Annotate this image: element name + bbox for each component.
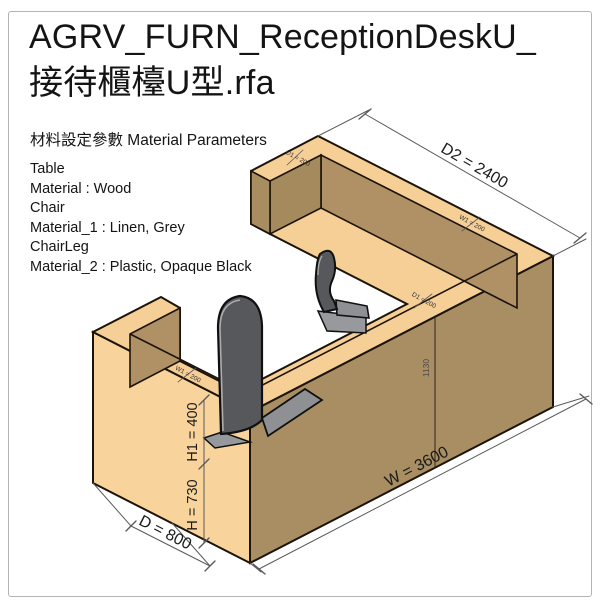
- office-chairs: [202, 249, 370, 449]
- chair-left-backrest: [216, 294, 264, 436]
- dim-h-label: H = 730: [185, 479, 201, 530]
- dim-d2-label: D2 = 2400: [438, 140, 511, 192]
- chair-left-seat: [260, 387, 324, 438]
- dim-h-chain: H1 = 400 H = 730: [185, 394, 210, 549]
- chair-left: [202, 294, 324, 449]
- chair-left-base: [202, 431, 253, 449]
- param-chairleg: ChairLeg: [30, 239, 89, 255]
- chair-right-seat: [335, 299, 370, 319]
- chair-right-backrest-edge: [317, 255, 323, 276]
- dim-total-height-label: 1130: [421, 359, 431, 378]
- param-table: Table: [30, 161, 65, 177]
- chair-right-backrest: [314, 249, 339, 314]
- chair-right: [314, 249, 370, 334]
- family-name-line2: 接待櫃檯U型.rfa: [29, 64, 275, 102]
- material-parameters-list: Table Material : Wood Chair Material_1 :…: [30, 160, 252, 277]
- param-chair: Chair: [30, 200, 65, 216]
- param-chairleg-material: Material_2 : Plastic, Opaque Black: [30, 258, 252, 275]
- chair-left-backrest-edge: [219, 299, 241, 432]
- dim-h1-label: H1 = 400: [185, 402, 201, 461]
- family-name-line1: AGRV_FURN_ReceptionDeskU_: [29, 18, 537, 56]
- title-block: AGRV_FURN_ReceptionDeskU_ 接待櫃檯U型.rfa: [29, 14, 589, 106]
- desk-wall-end-face: [250, 169, 271, 236]
- material-parameters-heading: 材料設定參數 Material Parameters: [30, 132, 267, 149]
- param-table-material: Material : Wood: [30, 180, 132, 197]
- reception-desk: [90, 134, 556, 565]
- param-chair-material: Material_1 : Linen, Grey: [30, 219, 185, 236]
